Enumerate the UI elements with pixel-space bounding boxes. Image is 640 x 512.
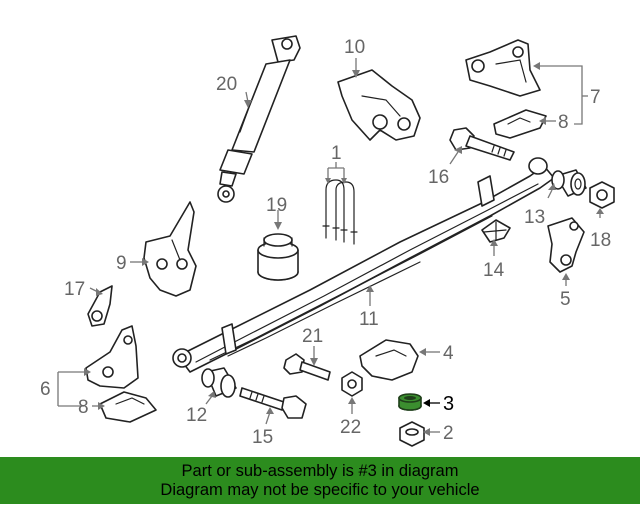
banner-line-2: Diagram may not be specific to your vehi… [160, 480, 480, 499]
callout-10: 10 [344, 37, 365, 58]
callout-6: 6 [40, 379, 51, 400]
part-3-insulator-highlighted[interactable] [398, 393, 422, 411]
part-4-spring-seat[interactable] [359, 339, 419, 381]
part-11-leaf-spring[interactable] [172, 157, 555, 373]
part-8-bracket-lower[interactable] [99, 391, 157, 423]
callout-19: 19 [266, 195, 287, 216]
part-9-bracket[interactable] [143, 201, 197, 297]
part-20-shock-absorber[interactable] [217, 35, 301, 203]
part-6-rear-hanger[interactable] [85, 325, 139, 389]
callout-8-lower: 8 [78, 397, 89, 418]
part-21-bolt[interactable] [283, 353, 331, 381]
part-1-u-bolts[interactable] [322, 179, 358, 245]
callout-1: 1 [331, 143, 342, 164]
callout-11: 11 [359, 309, 379, 330]
callout-22: 22 [340, 417, 361, 438]
callout-labels: 1 2 3 4 5 6 7 8 8 9 10 11 12 13 14 15 16… [40, 37, 611, 448]
callout-17: 17 [64, 279, 85, 300]
part-2-nut[interactable] [399, 421, 425, 447]
part-8-bracket-upper[interactable] [493, 109, 547, 139]
part-18-nut[interactable] [589, 181, 615, 209]
callout-15: 15 [252, 427, 273, 448]
callout-14: 14 [483, 260, 505, 281]
callout-12: 12 [186, 405, 207, 426]
part-13-bushing[interactable] [551, 169, 587, 197]
callout-8-upper: 8 [558, 112, 569, 133]
callout-13: 13 [524, 207, 545, 228]
callout-4: 4 [443, 343, 454, 364]
callout-18: 18 [590, 230, 611, 251]
callout-5: 5 [560, 289, 571, 310]
part-7-front-hanger[interactable] [465, 39, 541, 97]
callout-9: 9 [116, 253, 127, 274]
callout-20: 20 [216, 74, 237, 95]
callout-21: 21 [302, 326, 323, 347]
banner-line-1: Part or sub-assembly is #3 in diagram [181, 461, 459, 480]
part-19-bump-stop[interactable] [257, 233, 299, 281]
part-14-spacer[interactable] [481, 219, 511, 243]
callout-16: 16 [428, 167, 449, 188]
leader-lines [57, 58, 604, 436]
callout-7: 7 [590, 87, 601, 108]
part-5-shackle[interactable] [547, 217, 585, 273]
part-16-bolt[interactable] [449, 127, 515, 161]
part-22-nut[interactable] [341, 371, 363, 397]
info-banner: Part or sub-assembly is #3 in diagram Di… [0, 457, 640, 504]
part-12-bushing[interactable] [201, 367, 237, 398]
part-15-bolt[interactable] [239, 387, 307, 419]
part-17-link[interactable] [87, 285, 113, 327]
callout-2: 2 [443, 423, 454, 444]
callout-3-highlighted: 3 [443, 393, 454, 415]
part-10-spring-hanger[interactable] [337, 69, 421, 141]
